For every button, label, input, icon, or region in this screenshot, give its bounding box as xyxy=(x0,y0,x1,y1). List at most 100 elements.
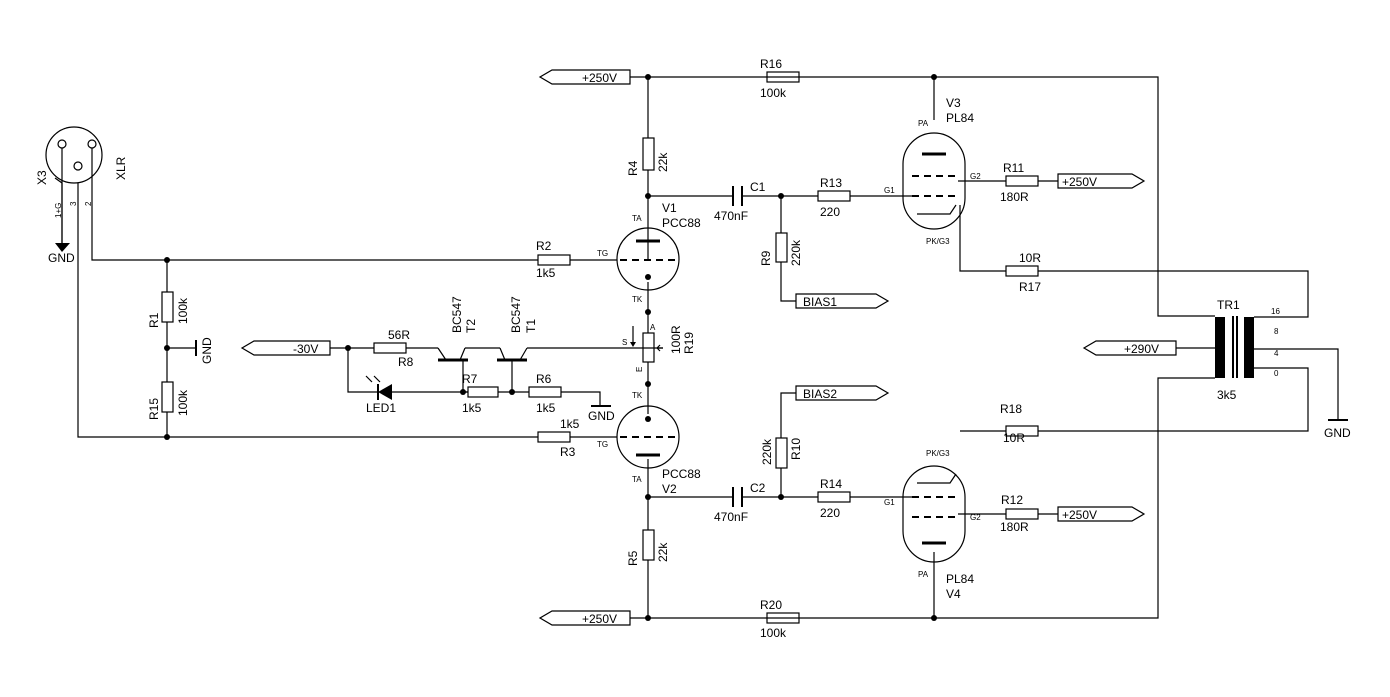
svg-text:T2: T2 xyxy=(464,319,478,333)
svg-text:GND: GND xyxy=(200,337,214,364)
svg-text:R10: R10 xyxy=(789,438,803,460)
svg-text:PK/G3: PK/G3 xyxy=(926,449,950,458)
svg-text:TG: TG xyxy=(597,249,608,258)
xlr-gnd-label: GND xyxy=(48,251,75,265)
svg-text:16: 16 xyxy=(1271,307,1280,316)
svg-text:PCC88: PCC88 xyxy=(662,216,701,230)
pin1-label: 1+G xyxy=(54,203,63,218)
svg-text:R7: R7 xyxy=(462,372,478,386)
svg-text:GND: GND xyxy=(588,409,615,423)
svg-text:PCC88: PCC88 xyxy=(662,467,701,481)
svg-text:TA: TA xyxy=(632,475,642,484)
tube-v3: PA G1 G2 PK/G3 V3 PL84 xyxy=(884,96,981,246)
port-bias2: BIAS2 xyxy=(795,385,890,401)
svg-text:10R: 10R xyxy=(1019,251,1041,265)
svg-text:R18: R18 xyxy=(1000,402,1022,416)
svg-text:PA: PA xyxy=(918,570,929,579)
tube-v1: TA TG TK V1 PCC88 xyxy=(597,201,701,304)
gnd-r1: GND xyxy=(195,337,214,364)
svg-text:R5: R5 xyxy=(626,550,640,566)
svg-text:100k: 100k xyxy=(760,626,787,640)
svg-text:22k: 22k xyxy=(656,152,670,172)
svg-text:100k: 100k xyxy=(176,297,190,324)
svg-text:R13: R13 xyxy=(820,176,842,190)
gnd-transformer: GND xyxy=(1324,419,1351,440)
svg-text:G1: G1 xyxy=(884,186,895,195)
svg-text:R20: R20 xyxy=(760,598,782,612)
resistor-r11: R11 180R xyxy=(1000,161,1039,204)
svg-text:1k5: 1k5 xyxy=(462,401,482,415)
port-250v-r11: +250V xyxy=(1057,173,1146,189)
resistor-r9: R9 220k xyxy=(759,232,803,266)
svg-text:+250V: +250V xyxy=(1062,508,1097,522)
svg-text:V4: V4 xyxy=(946,587,961,601)
svg-text:BIAS2: BIAS2 xyxy=(803,387,837,401)
resistor-r5: R5 22k xyxy=(626,529,670,566)
port-250v-top: +250V xyxy=(538,69,631,85)
port-290v: +290V xyxy=(1082,340,1177,356)
svg-text:470nF: 470nF xyxy=(714,510,748,524)
svg-text:R9: R9 xyxy=(759,250,773,266)
gnd-r6: GND xyxy=(588,405,615,423)
svg-text:56R: 56R xyxy=(388,328,410,342)
svg-text:+250V: +250V xyxy=(582,71,617,85)
svg-text:220: 220 xyxy=(820,205,840,219)
xlr-connector: X3 XLR 1+G 3 2 GND xyxy=(35,126,128,265)
svg-text:PL84: PL84 xyxy=(946,111,974,125)
svg-text:V1: V1 xyxy=(662,201,677,215)
port-250v-r12: +250V xyxy=(1057,506,1146,522)
svg-text:E: E xyxy=(635,367,644,372)
svg-text:R14: R14 xyxy=(820,477,842,491)
svg-text:R11: R11 xyxy=(1003,161,1024,175)
transistor-t2: BC547 T2 xyxy=(437,296,478,362)
resistor-r20: R20 100k xyxy=(760,598,800,640)
svg-text:R8: R8 xyxy=(398,355,414,369)
svg-text:TG: TG xyxy=(597,440,608,449)
svg-text:TR1: TR1 xyxy=(1217,298,1240,312)
pin2-label: 2 xyxy=(84,201,93,206)
resistor-r8: R8 56R xyxy=(373,328,414,369)
pin3-label: 3 xyxy=(69,201,78,206)
port-minus-30v: -30V xyxy=(240,340,331,356)
port-250v-bottom: +250V xyxy=(538,610,631,626)
svg-text:BC547: BC547 xyxy=(509,296,523,333)
svg-text:-30V: -30V xyxy=(293,342,318,356)
svg-text:A: A xyxy=(650,323,656,332)
svg-text:T1: T1 xyxy=(524,319,538,333)
svg-text:+290V: +290V xyxy=(1124,342,1159,356)
svg-text:S: S xyxy=(622,338,627,347)
resistor-r14: R14 220 xyxy=(817,477,851,520)
svg-text:180R: 180R xyxy=(1000,190,1029,204)
svg-text:4: 4 xyxy=(1274,349,1279,358)
potentiometer-r19: A S E 100R R19 xyxy=(622,323,696,372)
svg-text:R19: R19 xyxy=(682,332,696,354)
svg-text:220k: 220k xyxy=(789,239,803,266)
svg-text:220: 220 xyxy=(820,506,840,520)
svg-text:0: 0 xyxy=(1274,369,1279,378)
connector-ref: X3 xyxy=(35,170,49,185)
svg-text:470nF: 470nF xyxy=(714,209,748,223)
svg-text:LED1: LED1 xyxy=(366,401,396,415)
svg-text:BIAS1: BIAS1 xyxy=(803,295,837,309)
resistor-r13: R13 220 xyxy=(817,176,851,219)
svg-text:TK: TK xyxy=(632,391,643,400)
svg-text:22k: 22k xyxy=(656,542,670,562)
svg-text:3k5: 3k5 xyxy=(1217,388,1237,402)
svg-text:100k: 100k xyxy=(176,389,190,416)
led-led1: LED1 xyxy=(365,375,396,415)
port-bias1: BIAS1 xyxy=(795,293,890,309)
svg-text:GND: GND xyxy=(1324,426,1351,440)
svg-text:C2: C2 xyxy=(750,481,766,495)
svg-text:+250V: +250V xyxy=(1062,175,1097,189)
capacitor-c2: C2 470nF xyxy=(714,481,766,524)
